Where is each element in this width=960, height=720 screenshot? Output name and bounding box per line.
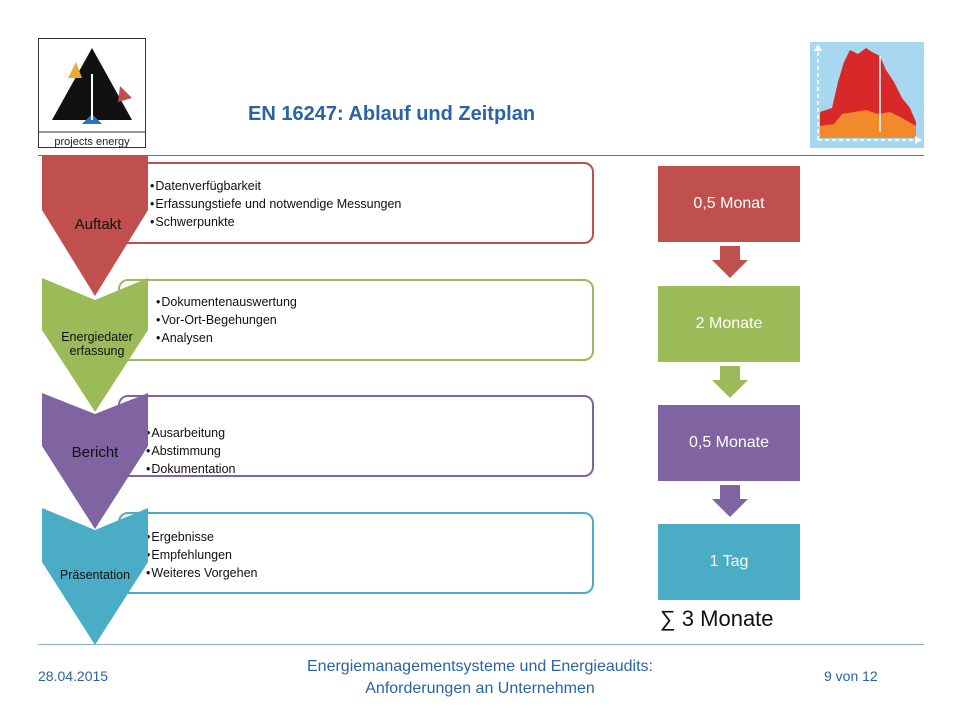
bullet-item: Analysen <box>156 329 297 347</box>
bullet-item: Dokumentation <box>146 460 235 478</box>
bullet-item: Vor-Ort-Begehungen <box>156 311 297 329</box>
total-duration: ∑ 3 Monate <box>660 606 774 631</box>
bullet-item: Empfehlungen <box>146 546 257 564</box>
timeline-box-praesentation: 1 Tag <box>658 524 800 600</box>
footer-date: 28.04.2015 <box>38 668 109 684</box>
logo-text: projects energy <box>54 136 130 148</box>
stage-label-bericht: Bericht <box>71 444 119 461</box>
bullet-item: Datenverfügbarkeit <box>150 177 401 195</box>
footer-title: Energiemanagementsysteme und Energieaudi… <box>307 658 653 697</box>
timeline-box-bericht: 0,5 Monate <box>658 405 800 481</box>
timeline-box-auftakt: 0,5 Monat <box>658 166 800 242</box>
stage-chevrons <box>42 156 148 645</box>
timeline-box-energiedatenerfassung: 2 Monate <box>658 286 800 362</box>
bullet-item: Ausarbeitung <box>146 424 235 442</box>
footer-divider <box>38 644 924 645</box>
stage-card-auftakt: Datenverfügbarkeit Erfassungstiefe und n… <box>118 162 594 244</box>
arrow-down-icon <box>712 246 748 278</box>
chevron-bericht <box>42 393 148 529</box>
stage-label-auftakt: Auftakt <box>74 216 122 233</box>
header-divider <box>38 155 924 156</box>
bullet-item: Dokumentenauswertung <box>156 293 297 311</box>
bullet-item: Weiteres Vorgehen <box>146 564 257 582</box>
page-title: EN 16247: Ablauf und Zeitplan <box>248 103 536 125</box>
stage-label-praesentation: Präsentation <box>59 568 131 582</box>
stage-label-energiedatenerfassung: Energiedater erfassung <box>61 330 133 358</box>
arrow-down-icon <box>712 485 748 517</box>
bullet-item: Abstimmung <box>146 442 235 460</box>
bullet-item: Ergebnisse <box>146 528 257 546</box>
arrow-down-icon <box>712 366 748 398</box>
stage-card-energiedatenerfassung: Dokumentenauswertung Vor-Ort-Begehungen … <box>118 279 594 361</box>
chevron-energiedatenerfassung <box>42 278 148 412</box>
projects-energy-logo-icon <box>38 38 146 148</box>
chevron-praesentation <box>42 508 148 645</box>
load-profile-chart-icon <box>810 42 924 148</box>
stage-card-praesentation: Ergebnisse Empfehlungen Weiteres Vorgehe… <box>118 512 594 594</box>
page-number: 9 von 12 <box>824 668 878 684</box>
stage-card-bericht: Ausarbeitung Abstimmung Dokumentation <box>118 395 594 477</box>
chevron-auftakt <box>42 156 148 296</box>
bullet-item: Erfassungstiefe und notwendige Messungen <box>150 195 401 213</box>
bullet-item: Schwerpunkte <box>150 213 401 231</box>
